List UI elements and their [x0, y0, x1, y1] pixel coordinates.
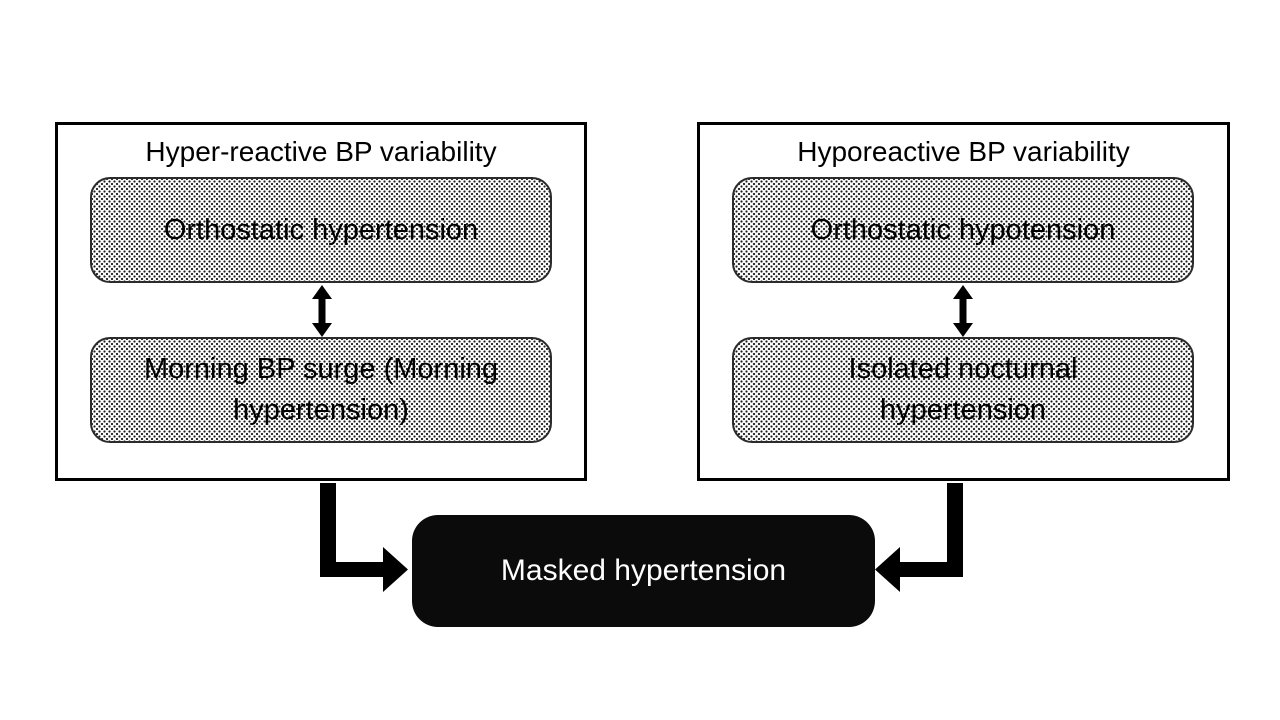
orthostatic-hypertension-box: Orthostatic hypertension [90, 177, 552, 283]
hyporeactive-panel: Hyporeactive BP variability Orthostatic … [697, 122, 1230, 481]
isolated-nocturnal-hypertension-box: Isolated nocturnal hypertension [732, 337, 1194, 443]
morning-bp-surge-box: Morning BP surge (Morning hypertension) [90, 337, 552, 443]
hyporeactive-panel-title: Hyporeactive BP variability [797, 136, 1130, 167]
masked-hypertension-box: Masked hypertension [412, 515, 875, 627]
hyper-reactive-panel: Hyper-reactive BP variability Orthostati… [55, 122, 587, 481]
double-arrow-icon [312, 285, 332, 337]
elbow-arrow-right-icon [320, 483, 408, 592]
orthostatic-hypotension-box: Orthostatic hypotension [732, 177, 1194, 283]
double-arrow-icon [953, 285, 973, 337]
elbow-arrow-left-icon [875, 483, 963, 592]
hyper-reactive-panel-title: Hyper-reactive BP variability [145, 136, 497, 167]
